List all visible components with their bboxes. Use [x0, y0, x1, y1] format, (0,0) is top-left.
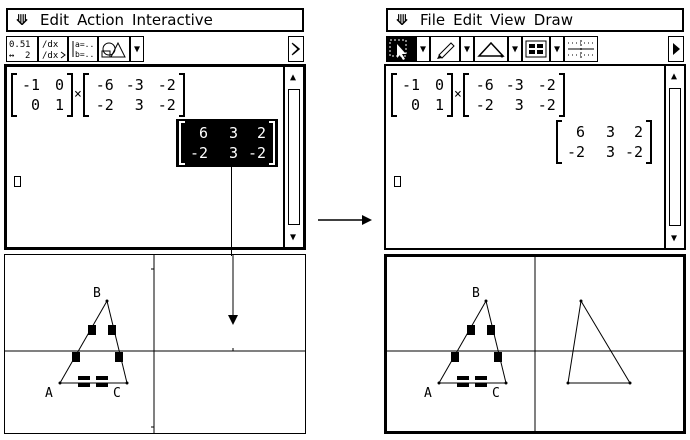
left-toolbar: 0.5 1 ↔ 2 /dx /dx a=.. b=.. ▼ — [6, 36, 304, 62]
scroll-track[interactable] — [288, 89, 300, 225]
scroll-track[interactable] — [669, 88, 681, 226]
menu-action[interactable]: Action — [77, 11, 125, 29]
input-cursor[interactable] — [14, 176, 21, 187]
selection-handles[interactable] — [72, 325, 123, 387]
label-a: A — [45, 386, 53, 401]
label-b: B — [472, 286, 480, 301]
select-arrow-icon — [389, 39, 407, 60]
dropdown-arrow-icon: ▼ — [511, 43, 519, 55]
scroll-down-icon[interactable]: ▼ — [289, 231, 297, 243]
dropdown-arrow-icon: ▼ — [133, 43, 141, 55]
triangle-tool-dropdown[interactable]: ▼ — [508, 36, 522, 62]
drag-line — [231, 166, 232, 256]
left-geometry-canvas[interactable]: A B C — [5, 255, 305, 433]
grid-tool-dropdown[interactable]: ▼ — [550, 36, 564, 62]
grid-tool-button[interactable] — [522, 36, 550, 62]
triangle-abc[interactable] — [438, 300, 507, 384]
toolbar-dropdown[interactable]: ▼ — [130, 36, 144, 62]
pen-tool-button[interactable] — [430, 36, 460, 62]
svg-text:/dx: /dx — [42, 40, 59, 50]
left-menu-bar: ⟱ Edit Action Interactive — [6, 8, 304, 32]
play-right-icon — [673, 43, 680, 55]
scroll-up-icon[interactable]: ▲ — [289, 71, 297, 83]
svg-text:0.5: 0.5 — [9, 40, 25, 50]
svg-text:b=..: b=.. — [75, 50, 94, 59]
scroll-up-icon[interactable]: ▲ — [670, 70, 678, 82]
derivative-icon: /dx /dx — [42, 40, 66, 61]
scroll-down-icon[interactable]: ▼ — [670, 232, 678, 244]
chevron-right-icon — [291, 42, 301, 56]
triangle-icon — [477, 41, 505, 58]
right-menu-bar: ⟱ File Edit View Draw — [386, 8, 684, 32]
dots-grid-icon — [568, 40, 594, 58]
grid-icon — [525, 40, 547, 58]
menu-chevron-icon[interactable]: ⟱ — [395, 11, 409, 29]
input-cursor[interactable] — [394, 176, 401, 187]
geometry-icon — [101, 41, 126, 58]
svg-text:/dx: /dx — [42, 51, 59, 61]
equation-button[interactable]: a=.. b=.. — [68, 36, 98, 62]
menu-interactive[interactable]: Interactive — [132, 11, 213, 29]
left-geometry-panel[interactable]: A B C — [4, 254, 306, 434]
label-b: B — [93, 286, 101, 301]
svg-text:↔: ↔ — [9, 51, 15, 61]
svg-text:2: 2 — [25, 51, 30, 61]
menu-edit[interactable]: Edit — [453, 11, 483, 29]
derivative-button[interactable]: /dx /dx — [38, 36, 68, 62]
right-toolbar: ▼ ▼ ▼ ▼ — [386, 36, 684, 62]
label-c: C — [492, 386, 500, 401]
geometry-button[interactable] — [98, 36, 130, 62]
right-geometry-canvas[interactable]: A B C — [387, 257, 683, 431]
right-geometry-panel[interactable]: A B C — [384, 254, 686, 434]
axes-tool-button[interactable] — [564, 36, 598, 62]
dropdown-arrow-icon: ▼ — [419, 43, 427, 55]
dropdown-arrow-icon: ▼ — [463, 43, 471, 55]
transition-arrow-icon — [318, 215, 372, 225]
menu-file[interactable]: File — [420, 11, 446, 29]
toolbar-scroll-right[interactable] — [668, 36, 684, 62]
toolbar-scroll-right[interactable] — [288, 36, 304, 62]
triangle-tool-button[interactable] — [474, 36, 508, 62]
triangle-abc[interactable] — [59, 300, 128, 384]
label-a: A — [424, 386, 432, 401]
label-c: C — [113, 386, 121, 401]
svg-text:a=..: a=.. — [75, 40, 94, 49]
select-tool-button[interactable] — [386, 36, 416, 62]
times-sign: × — [74, 87, 82, 102]
right-scrollbar[interactable]: ▲ ▼ — [664, 66, 684, 248]
left-scrollbar[interactable]: ▲ ▼ — [283, 67, 303, 247]
simplify-icon: 0.5 1 ↔ 2 — [9, 40, 30, 61]
dropdown-arrow-icon: ▼ — [553, 43, 561, 55]
menu-draw[interactable]: Draw — [533, 11, 573, 29]
simplify-button[interactable]: 0.5 1 ↔ 2 — [6, 36, 38, 62]
select-tool-dropdown[interactable]: ▼ — [416, 36, 430, 62]
menu-chevron-icon[interactable]: ⟱ — [15, 11, 29, 29]
equation-icon: a=.. b=.. — [72, 40, 94, 59]
pen-tool-dropdown[interactable]: ▼ — [460, 36, 474, 62]
menu-view[interactable]: View — [490, 11, 526, 29]
transformed-triangle[interactable] — [566, 299, 632, 385]
times-sign: × — [454, 87, 462, 102]
pen-icon — [437, 42, 455, 59]
menu-edit[interactable]: Edit — [40, 11, 70, 29]
selection-handles[interactable] — [451, 325, 502, 387]
svg-text:1: 1 — [25, 40, 30, 50]
